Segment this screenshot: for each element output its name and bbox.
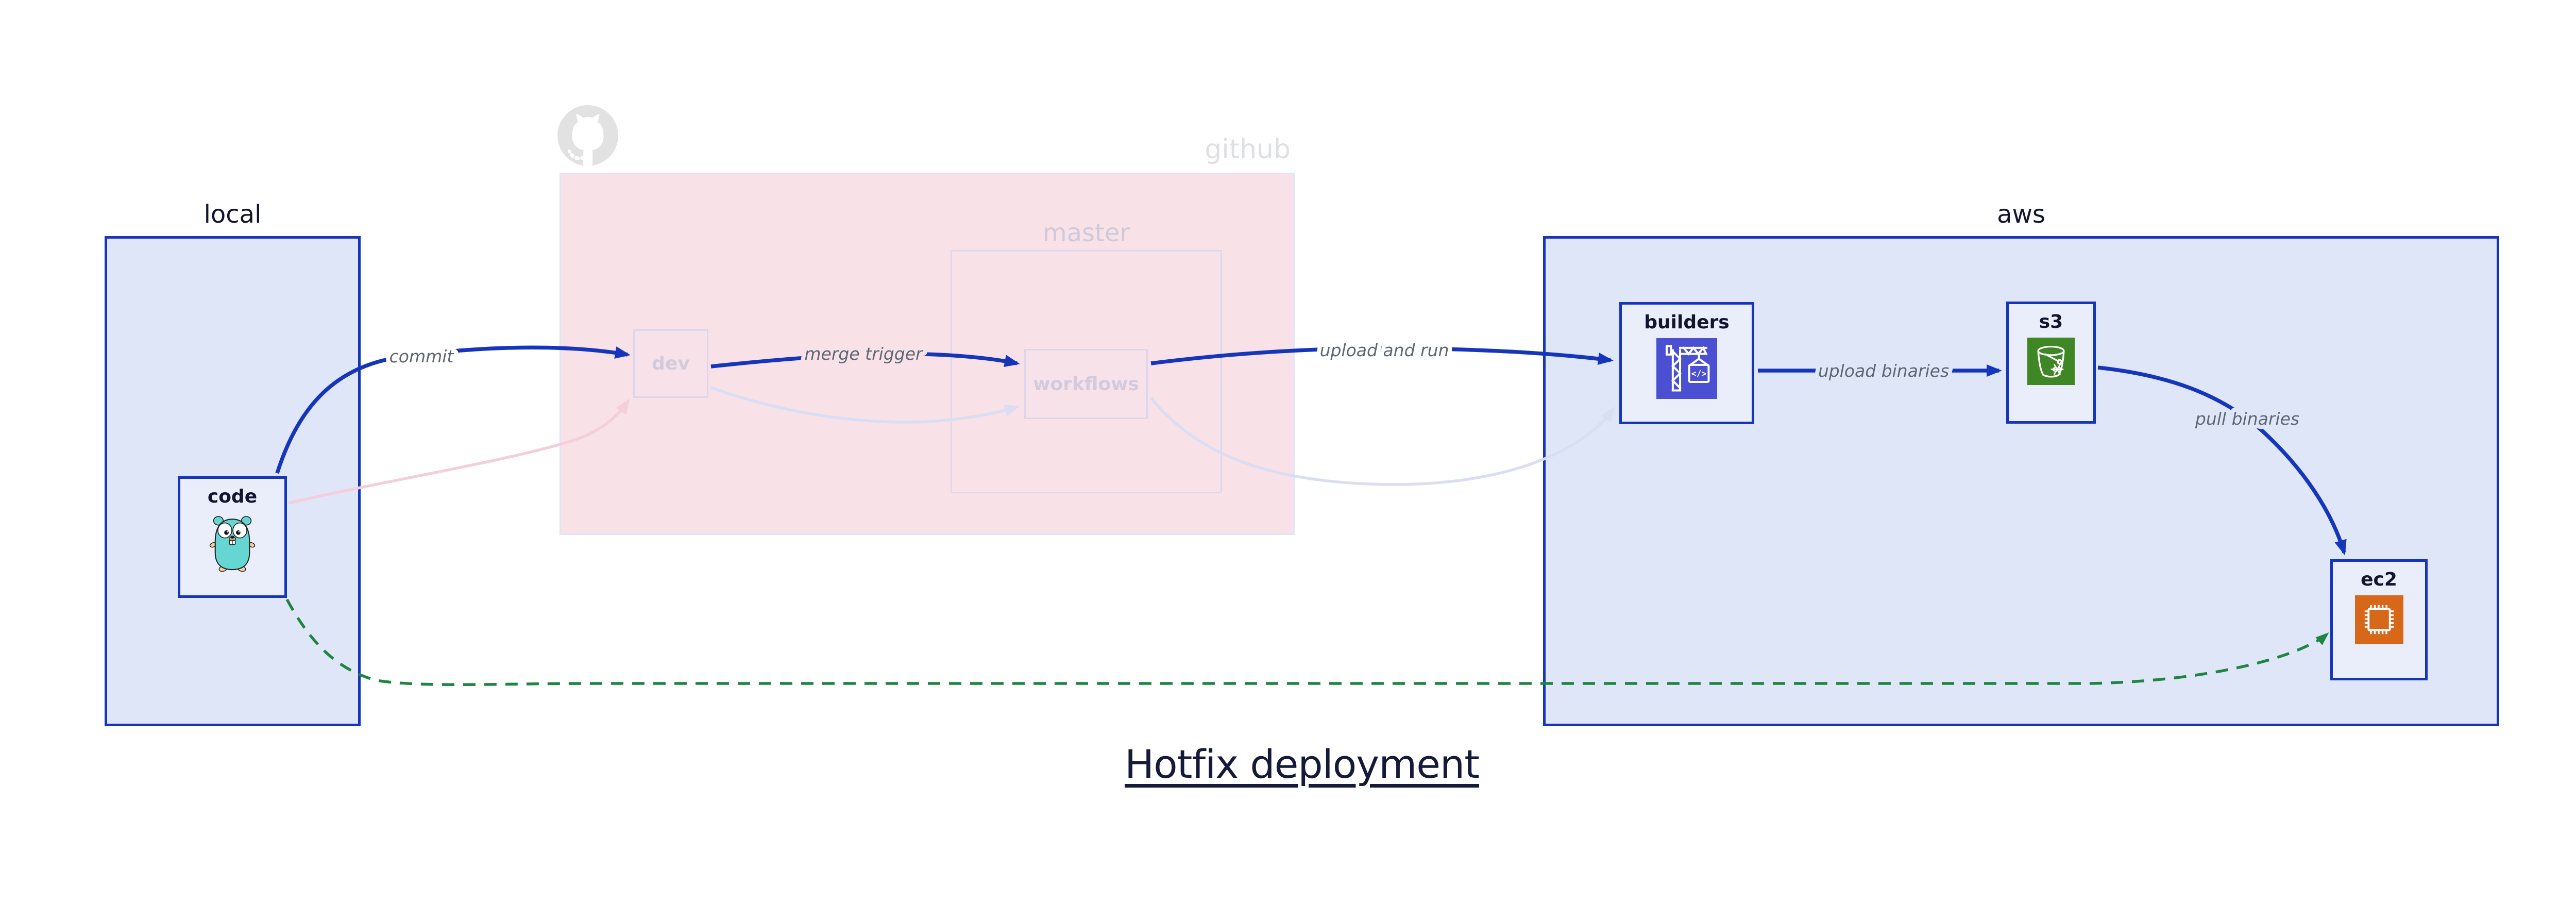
- github-group-label: github: [1205, 134, 1291, 165]
- node-s3: s3: [2006, 302, 2096, 424]
- edge-commit-label: commit: [389, 346, 454, 366]
- node-builders: builders </>: [1619, 302, 1754, 424]
- node-dev-label: dev: [652, 353, 690, 374]
- node-ec2: ec2: [2330, 559, 2428, 680]
- node-code: code: [178, 476, 287, 598]
- master-group: [951, 250, 1222, 493]
- master-group-label: master: [1042, 219, 1130, 247]
- node-ec2-label: ec2: [2361, 569, 2397, 590]
- octocat-icon: [557, 105, 618, 166]
- s3-bucket-snowflake-icon: [2027, 338, 2075, 385]
- node-builders-label: builders: [1644, 312, 1730, 333]
- node-workflows: workflows: [1024, 349, 1148, 419]
- aws-group-label: aws: [1997, 200, 2045, 229]
- ec2-chip-icon: [2354, 595, 2403, 644]
- node-workflows-label: workflows: [1033, 373, 1139, 395]
- edge-upload-and-run-label: upload and run: [1320, 340, 1449, 360]
- local-group-label: local: [204, 200, 262, 229]
- diagram-title: Hotfix deployment: [1124, 741, 1480, 787]
- codebuild-crane-icon: </>: [1656, 338, 1717, 399]
- gopher-icon: [209, 516, 256, 572]
- node-dev: dev: [633, 329, 708, 398]
- svg-text:</>: </>: [1691, 369, 1707, 378]
- node-s3-label: s3: [2039, 311, 2063, 332]
- node-code-label: code: [207, 486, 258, 507]
